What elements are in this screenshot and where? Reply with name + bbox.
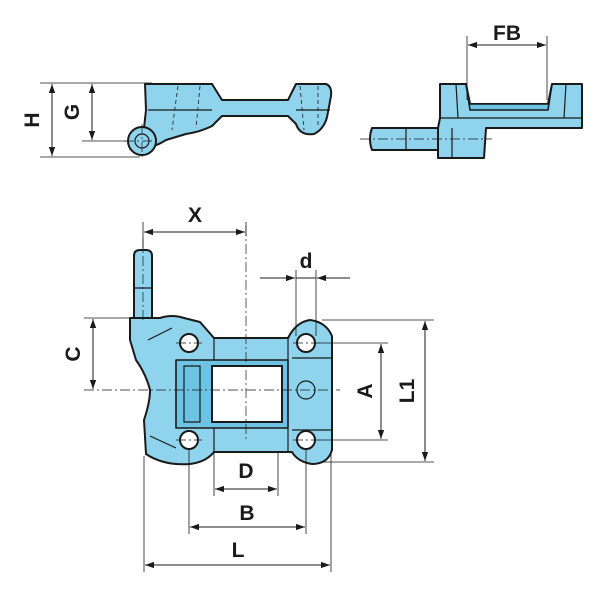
- plan-view: X d C A L1 D B L: [62, 204, 434, 572]
- label-C: C: [62, 346, 85, 361]
- side-view-hidden-line: [299, 85, 305, 131]
- label-d: d: [300, 250, 313, 273]
- label-G: G: [61, 104, 84, 120]
- label-L1: L1: [396, 378, 419, 403]
- plan-view-web-edges: [213, 338, 289, 452]
- side-view-hidden-line: [171, 85, 179, 131]
- end-view-edge-line: [563, 83, 567, 119]
- side-view: H G: [21, 82, 333, 158]
- end-view: FB: [360, 22, 583, 159]
- label-L: L: [232, 539, 245, 562]
- label-A: A: [354, 383, 377, 398]
- label-FB: FB: [493, 22, 521, 45]
- end-view-bracket: [437, 83, 583, 159]
- side-view-hidden-line: [195, 85, 201, 129]
- label-X: X: [188, 204, 202, 227]
- label-D: D: [238, 460, 253, 483]
- label-B: B: [239, 502, 254, 525]
- plan-view-flange-edges: [292, 357, 332, 431]
- plan-view-chamfer: [147, 327, 177, 449]
- side-view-body: [141, 83, 333, 149]
- plan-view-slot-side: [183, 365, 201, 423]
- end-view-channel-floor: [465, 83, 553, 111]
- end-view-edge-line: [455, 83, 459, 119]
- label-H: H: [21, 112, 44, 127]
- plan-view-center-window: [211, 365, 283, 423]
- plan-view-pin: [133, 249, 153, 321]
